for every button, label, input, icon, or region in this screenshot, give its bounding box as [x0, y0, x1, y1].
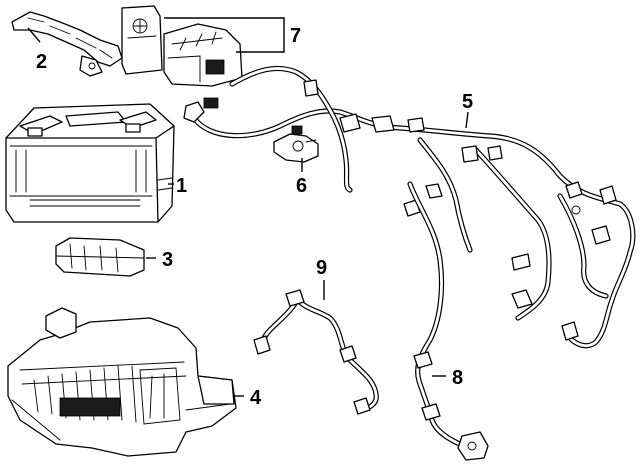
callout-4: 4 [250, 387, 262, 409]
callout-5: 5 [462, 91, 473, 113]
battery-insulator [55, 237, 145, 277]
hold-down-bracket [11, 11, 123, 77]
callout-2: 2 [36, 51, 47, 73]
callout-3: 3 [162, 249, 173, 271]
engine-harness-cable [407, 181, 489, 461]
callout-9: 9 [316, 257, 327, 279]
callout-6: 6 [296, 175, 307, 197]
positive-cable-harness [183, 65, 636, 349]
callout-8: 8 [452, 367, 463, 389]
negative-cable-connector [273, 125, 319, 163]
ground-cable [253, 289, 379, 415]
fuse-block-cover [121, 5, 243, 87]
callout-1: 1 [176, 175, 187, 197]
leader-lines [27, 17, 469, 397]
battery-tray [7, 307, 237, 457]
battery [5, 103, 175, 223]
callout-7: 7 [290, 25, 301, 47]
